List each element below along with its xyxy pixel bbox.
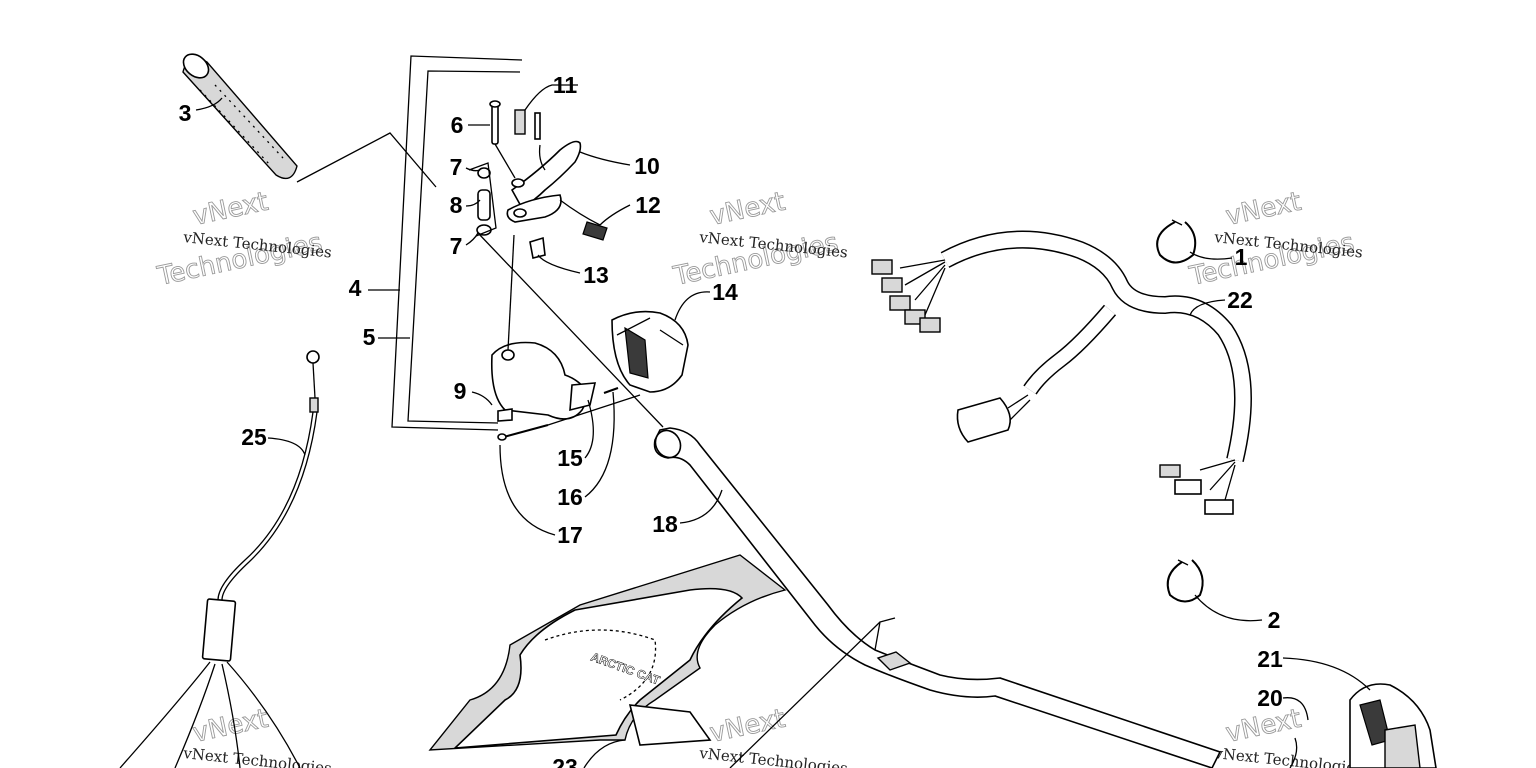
- svg-text:vNext: vNext: [190, 704, 271, 749]
- watermark-6: vNext vNext Technologies: [1213, 703, 1364, 768]
- cable-part-25: [119, 350, 320, 768]
- svg-text:vNext: vNext: [707, 704, 788, 749]
- svg-text:vNext Technologies: vNext Technologies: [698, 744, 849, 768]
- pin-part-6: [489, 100, 516, 179]
- callout-4: 4: [349, 275, 362, 301]
- svg-text:vNext Technologies: vNext Technologies: [182, 744, 333, 768]
- grip-part-3: [182, 53, 437, 188]
- callout-7a: 7: [450, 154, 463, 180]
- clamp-part-2: [1166, 559, 1204, 603]
- callout-11: 11: [553, 72, 578, 98]
- callout-9: 9: [454, 378, 467, 404]
- callout-13: 13: [583, 262, 609, 288]
- bushing-part-8: [468, 162, 497, 237]
- watermark-3: vNext Technologies vNext Technologies: [1186, 186, 1364, 292]
- handlebar-pad-part-23: ARCTIC CAT: [428, 554, 787, 751]
- callout-10: 10: [634, 153, 660, 179]
- callout-6: 6: [451, 112, 464, 138]
- svg-text:vNext: vNext: [190, 187, 271, 232]
- wiring-harness-part-22: [871, 230, 1252, 515]
- screw-axis-line: [547, 394, 641, 426]
- callout-1: 1: [1235, 244, 1248, 270]
- callout-8: 8: [450, 192, 463, 218]
- screw-part-17: [497, 424, 549, 441]
- callout-2: 2: [1268, 607, 1281, 633]
- callout-7b: 7: [450, 233, 463, 259]
- watermark-2: vNext Technologies vNext Technologies: [670, 186, 849, 292]
- control-housing-part-21: [1349, 683, 1437, 768]
- watermark-5: vNext vNext Technologies: [698, 703, 849, 768]
- screw-part-16: [603, 387, 619, 394]
- callout-21: 21: [1257, 646, 1283, 672]
- callout-17: 17: [557, 522, 583, 548]
- callout-14: 14: [712, 279, 738, 305]
- clip-line: [874, 617, 896, 651]
- callout-12: 12: [635, 192, 661, 218]
- watermark-4: vNext vNext Technologies: [182, 703, 333, 768]
- bracket-5: [407, 70, 521, 424]
- svg-text:vNext Technologies: vNext Technologies: [1213, 744, 1364, 768]
- handlebar-part-18: [653, 427, 1222, 768]
- axis-line-bar: [477, 232, 664, 428]
- callout-3: 3: [179, 100, 192, 126]
- leader-lines: [195, 84, 1371, 768]
- clamp-part-1: [1156, 219, 1197, 264]
- callout-15: 15: [557, 445, 583, 471]
- watermark-1: vNext Technologies vNext Technologies: [154, 186, 333, 292]
- callout-22: 22: [1227, 287, 1253, 313]
- callout-18: 18: [652, 511, 678, 537]
- throttle-lever-part-10: [506, 140, 608, 259]
- callout-23: 23: [552, 754, 578, 768]
- callout-labels: 1 2 3 4 5 6 7 8 7 9 10 11 12 13 14 15 16…: [179, 72, 1283, 768]
- svg-text:vNext: vNext: [707, 187, 788, 232]
- callout-20: 20: [1257, 685, 1283, 711]
- callout-25: 25: [241, 424, 267, 450]
- callout-16: 16: [557, 484, 583, 510]
- clip-part-11: [514, 109, 541, 140]
- svg-text:vNext: vNext: [1223, 187, 1304, 232]
- callout-5: 5: [363, 324, 376, 350]
- switch-housing-part-14: [611, 310, 689, 393]
- axis-line-lower: [729, 621, 881, 768]
- lever-part-20: [1289, 737, 1298, 768]
- bracket-4: [391, 55, 523, 431]
